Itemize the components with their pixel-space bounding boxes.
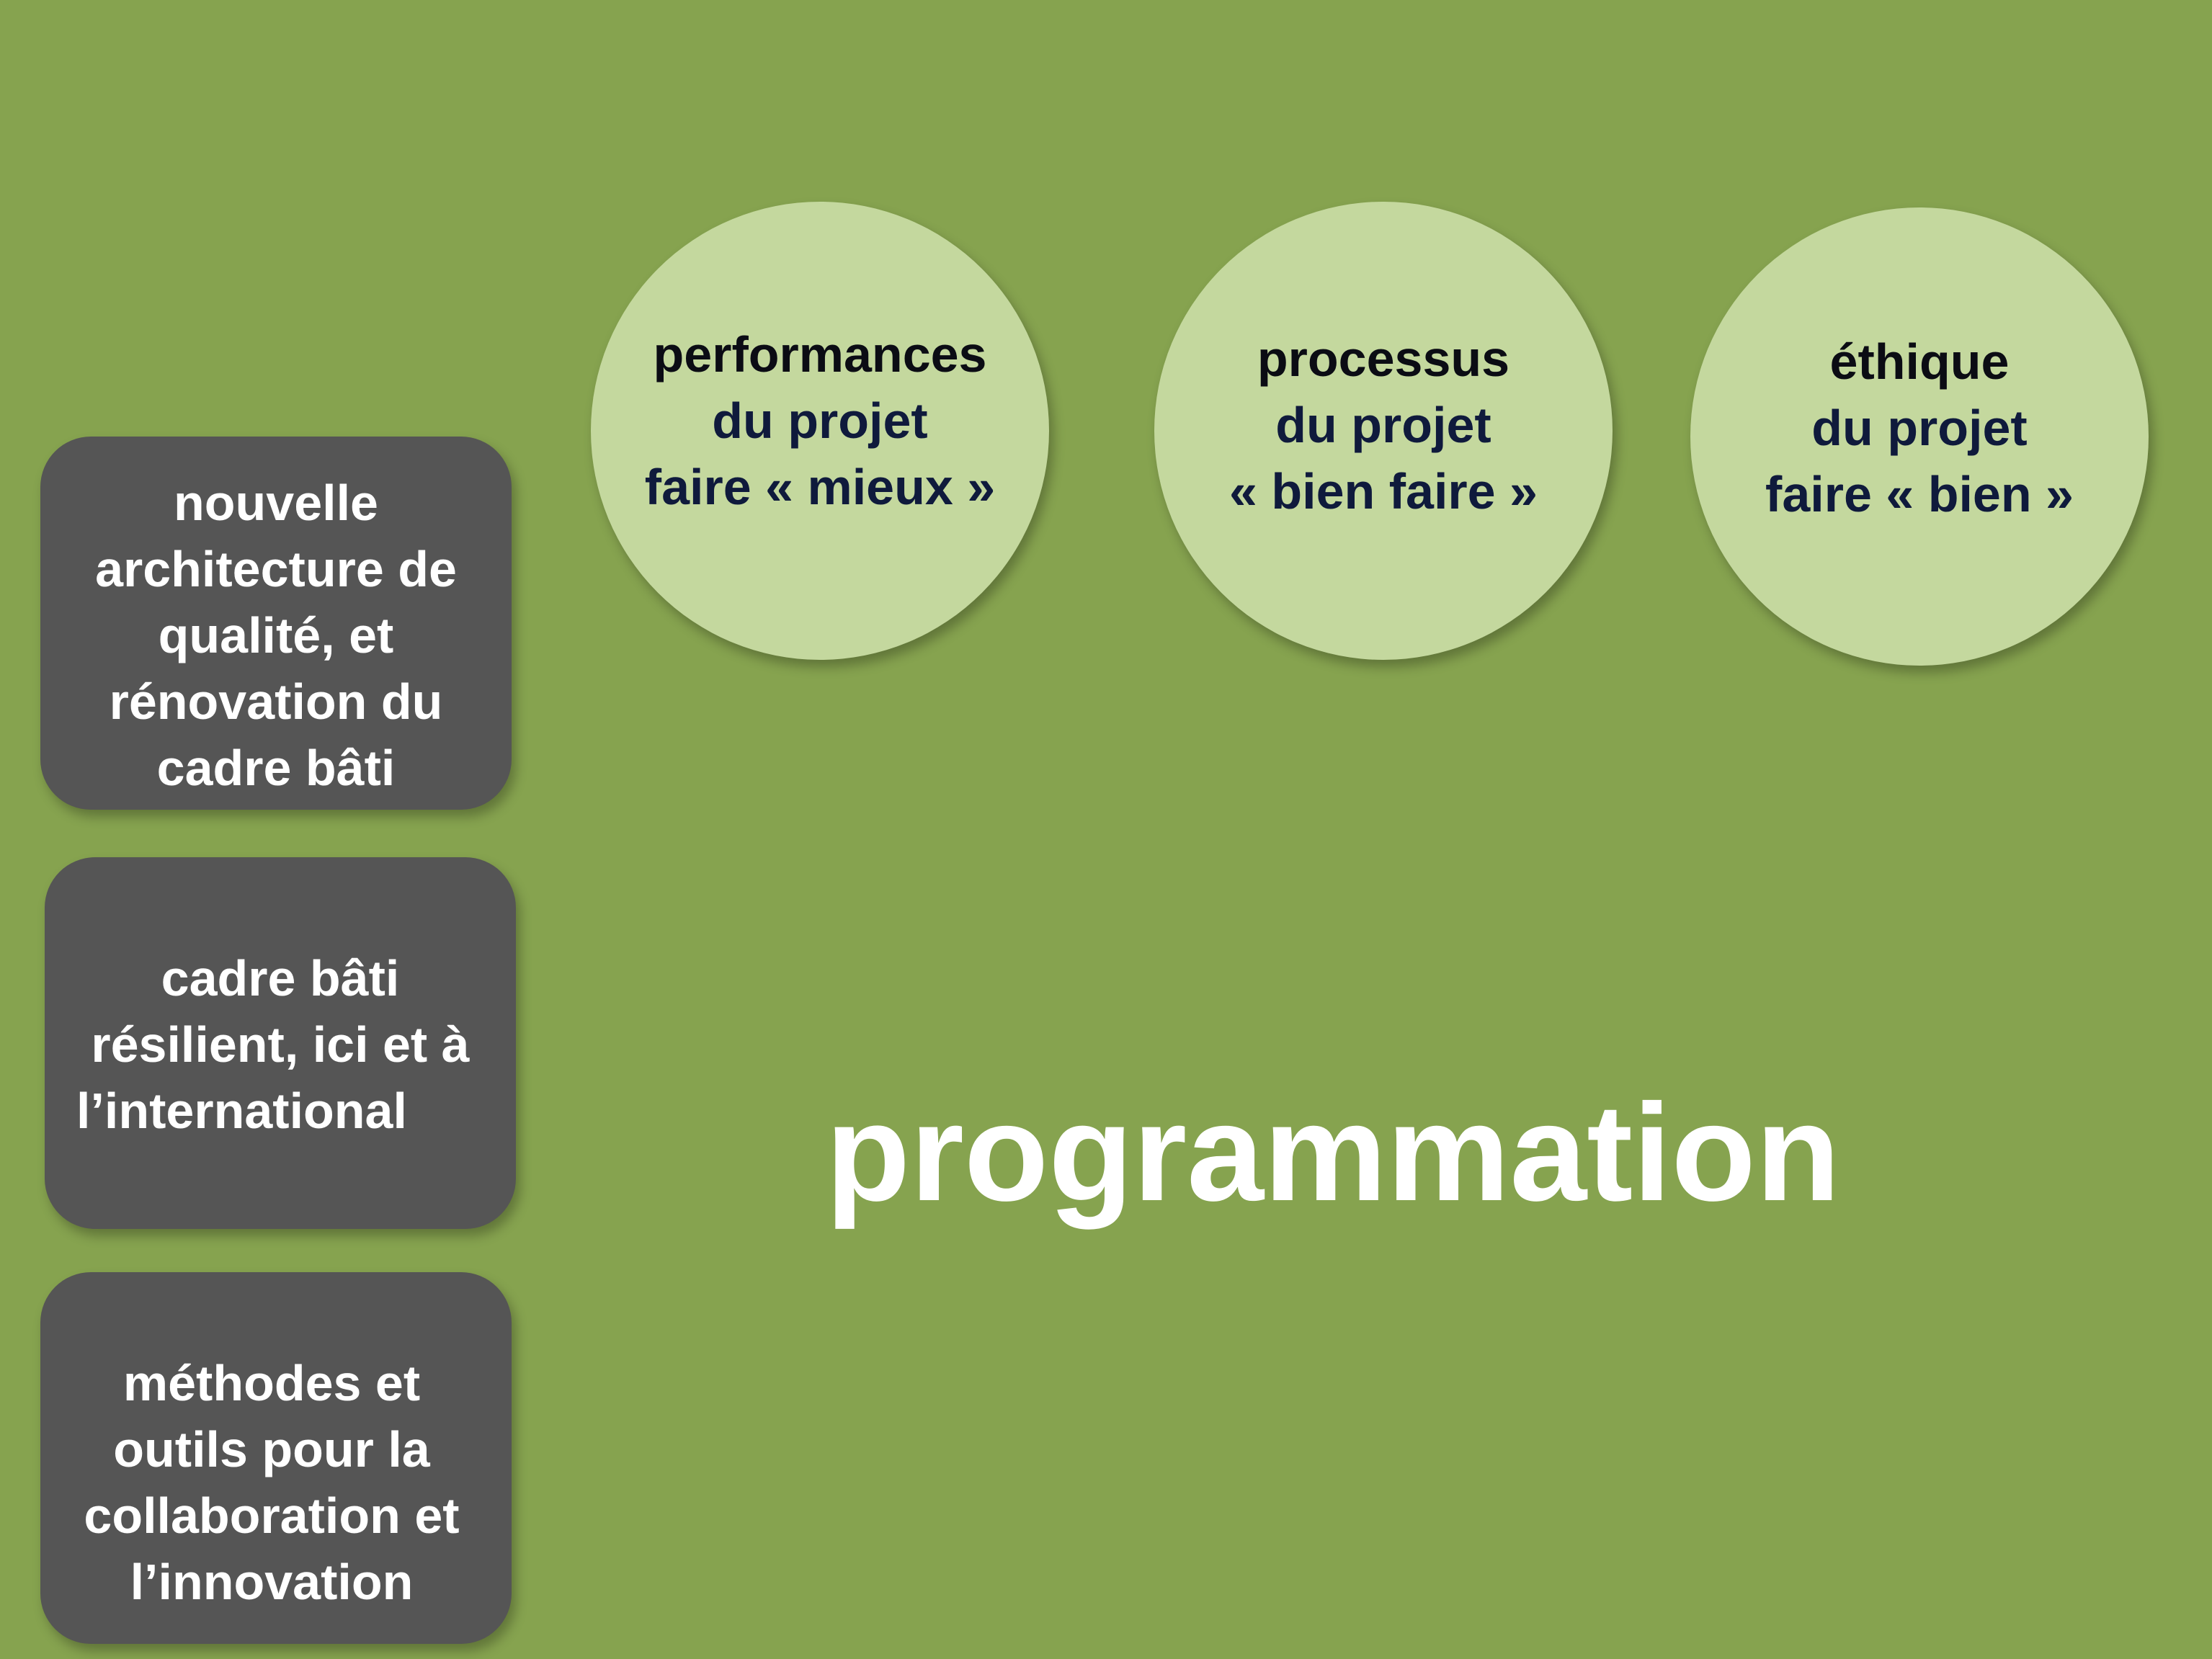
box-line: l’innovation (130, 1554, 414, 1610)
circle-line: du projet (712, 393, 928, 449)
box-line: qualité, et (158, 607, 394, 663)
circle-line: performances (653, 326, 987, 383)
circle-ethique: éthique du projet faire « bien » (1690, 207, 2149, 666)
circle-line: du projet (1275, 397, 1491, 453)
box-line: méthodes et (122, 1355, 421, 1411)
box-line: résilient, ici et à (91, 1016, 470, 1073)
circle-line: « bien faire » (1229, 463, 1538, 519)
circle-processus: processus du projet « bien faire » (1154, 202, 1613, 660)
circle-performances: performances du projet faire « mieux » (591, 202, 1049, 660)
box-line: outils pour la (113, 1421, 430, 1477)
box-resilient: cadre bâti résilient, ici et à l’interna… (45, 857, 516, 1229)
box-architecture: nouvelle architecture de qualité, et rén… (40, 437, 512, 810)
box-line: architecture de (95, 541, 457, 597)
box-line: nouvelle (174, 475, 378, 531)
box-line: cadre bâti (156, 740, 396, 796)
circle-line: du projet (1811, 400, 2028, 456)
box-methodes: méthodes et outils pour la collaboration… (40, 1272, 512, 1644)
circle-line: faire « bien » (1765, 466, 2074, 522)
box-text: nouvelle architecture de qualité, et rén… (40, 470, 512, 801)
box-text: cadre bâti résilient, ici et à l’interna… (45, 945, 516, 1144)
circle-line: éthique (1829, 334, 2010, 390)
circle-line: processus (1257, 331, 1510, 387)
box-line: collaboration et (84, 1488, 460, 1544)
box-text: méthodes et outils pour la collaboration… (36, 1350, 507, 1615)
box-line: l’international (76, 1083, 407, 1139)
box-line: cadre bâti (161, 950, 400, 1006)
box-line: rénovation du (109, 674, 443, 730)
circle-line: faire « mieux » (644, 459, 996, 515)
main-title: programmation (825, 1075, 1841, 1230)
